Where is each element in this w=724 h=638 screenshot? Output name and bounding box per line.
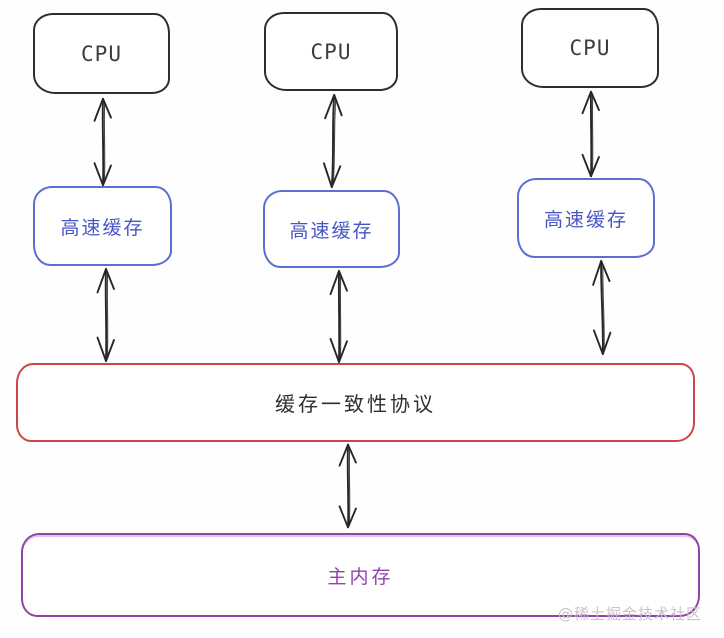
memory-label: 主内存 [327, 565, 394, 588]
cpu-label-2: CPU [310, 39, 352, 64]
protocol-label: 缓存一致性协议 [275, 392, 436, 416]
memory-box: 主内存 [21, 533, 700, 617]
cache-box-3: 高速缓存 [517, 178, 655, 258]
cache-label-3: 高速缓存 [543, 208, 628, 231]
arrow-cpu3-cache3 [581, 90, 600, 178]
cpu-label-1: CPU [81, 41, 122, 66]
cache-label-1: 高速缓存 [60, 216, 145, 239]
arrow-cache2-protocol [329, 269, 348, 364]
cpu-label-3: CPU [569, 36, 611, 60]
arrow-cpu2-cache2 [322, 94, 343, 188]
protocol-box: 缓存一致性协议 [16, 363, 695, 442]
watermark: @稀土掘金技术社区 [557, 605, 702, 623]
cache-box-2: 高速缓存 [263, 190, 400, 268]
cache-label-2: 高速缓存 [289, 219, 374, 242]
arrow-protocol-memory [338, 443, 357, 529]
arrow-cache3-protocol [592, 260, 612, 355]
arrow-cache1-protocol [96, 268, 115, 362]
cpu-box-2: CPU [264, 12, 398, 91]
arrow-cpu1-cache1 [93, 97, 112, 187]
cpu-box-1: CPU [33, 13, 170, 94]
cpu-box-3: CPU [521, 8, 659, 88]
cache-box-1: 高速缓存 [33, 186, 172, 266]
